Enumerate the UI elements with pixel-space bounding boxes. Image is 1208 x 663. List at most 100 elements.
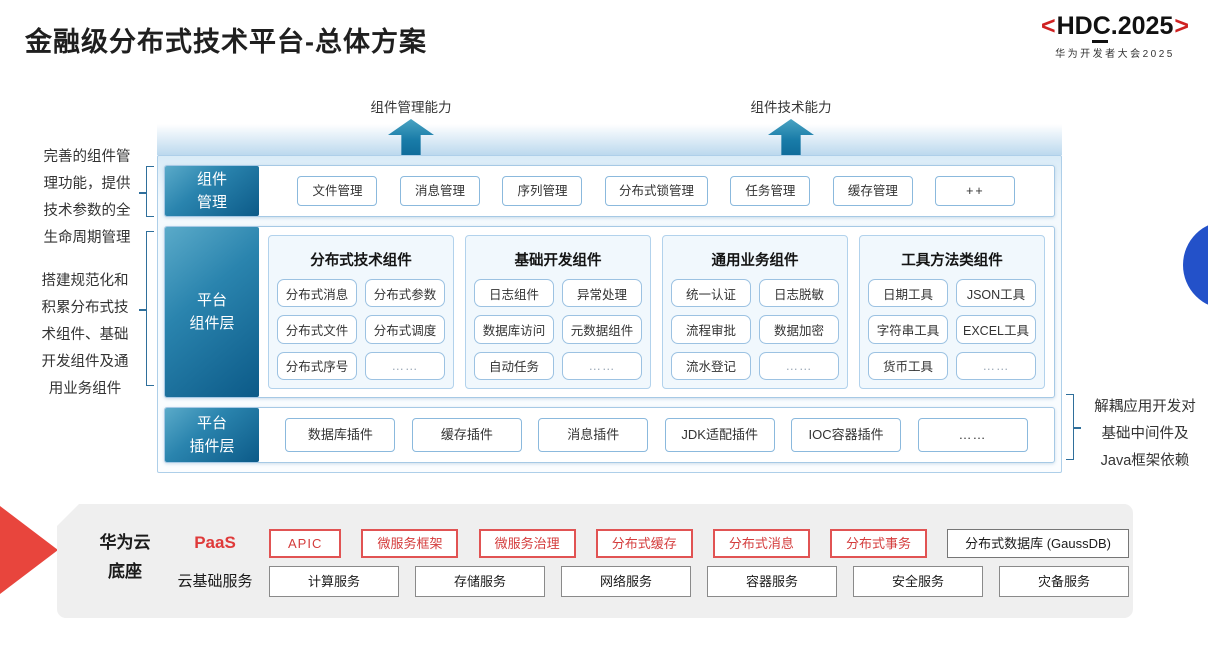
up-arrow-icon bbox=[768, 119, 814, 157]
component-mgmt-label: 组件 管理 bbox=[165, 166, 259, 216]
container-top-glow bbox=[157, 124, 1062, 155]
component-item: 数据库访问 bbox=[474, 315, 554, 344]
component-item: 分布式调度 bbox=[365, 315, 445, 344]
cloud-service-item: 计算服务 bbox=[269, 566, 399, 597]
left-brace-row1 bbox=[139, 166, 154, 217]
platform-components-row: 平台 组件层 分布式技术组件 分布式消息 分布式参数 分布式文件 分布式调度 分… bbox=[164, 226, 1055, 398]
plugin-item: 缓存插件 bbox=[411, 418, 522, 452]
right-brace-plugins bbox=[1066, 394, 1081, 460]
mgmt-item: 分布式锁管理 bbox=[604, 176, 708, 206]
paas-item: 微服务治理 bbox=[478, 529, 576, 558]
component-item: 日志脱敏 bbox=[759, 279, 839, 308]
up-arrow-icon bbox=[388, 119, 434, 157]
logo-subtitle: 华为开发者大会2025 bbox=[1055, 49, 1175, 60]
group-items: 分布式消息 分布式参数 分布式文件 分布式调度 分布式序号 …… bbox=[277, 279, 445, 380]
red-arrow-icon bbox=[0, 506, 58, 594]
component-item: 元数据组件 bbox=[562, 315, 642, 344]
component-item: 日期工具 bbox=[868, 279, 948, 308]
mgmt-item: 文件管理 bbox=[297, 176, 378, 206]
group-tool-methods: 工具方法类组件 日期工具 JSON工具 字符串工具 EXCEL工具 货币工具 …… bbox=[859, 235, 1045, 389]
plugin-items: 数据库插件 缓存插件 消息插件 JDK适配插件 IOC容器插件 …… bbox=[259, 408, 1054, 462]
mgmt-item: 消息管理 bbox=[399, 176, 480, 206]
huawei-cloud-foundation: 华为云 底座 PaaS APIC 微服务框架 微服务治理 分布式缓存 分布式消息… bbox=[57, 504, 1133, 618]
paas-item: 微服务框架 bbox=[361, 529, 459, 558]
cloud-service-item: 存储服务 bbox=[415, 566, 545, 597]
plugin-item: IOC容器插件 bbox=[791, 418, 902, 452]
paas-item: 分布式事务 bbox=[829, 529, 927, 558]
component-item: JSON工具 bbox=[956, 279, 1036, 308]
group-header: 工具方法类组件 bbox=[901, 253, 1003, 269]
component-item: 统一认证 bbox=[671, 279, 751, 308]
cloud-service-item: 网络服务 bbox=[561, 566, 691, 597]
paas-item-gaussdb: 分布式数据库 (GaussDB) bbox=[947, 529, 1129, 558]
capability-management: 组件管理能力 bbox=[331, 96, 491, 157]
group-distributed-tech: 分布式技术组件 分布式消息 分布式参数 分布式文件 分布式调度 分布式序号 …… bbox=[268, 235, 454, 389]
component-item-more: …… bbox=[365, 351, 445, 380]
paas-label: PaaS bbox=[194, 533, 236, 552]
component-item: 字符串工具 bbox=[868, 315, 948, 344]
group-header: 基础开发组件 bbox=[514, 253, 602, 269]
mgmt-item: 序列管理 bbox=[502, 176, 583, 206]
component-item: 分布式消息 bbox=[277, 279, 357, 308]
note-decoupling: 解耦应用开发对 基础中间件及 Java框架依赖 bbox=[1094, 399, 1196, 469]
component-item: 流程审批 bbox=[671, 315, 751, 344]
mgmt-item: 任务管理 bbox=[730, 176, 811, 206]
cloud-services-label: 云基础服务 bbox=[177, 573, 253, 590]
platform-plugins-label: 平台 插件层 bbox=[165, 408, 259, 462]
note-component-management: 完善的组件管 理功能，提供 技术参数的全 生命周期管理 bbox=[43, 149, 131, 246]
logo-hdc-2025: HDC.2025 bbox=[1056, 12, 1174, 43]
group-header: 分布式技术组件 bbox=[310, 253, 412, 269]
note-component-building: 搭建规范化和 积累分布式技 术组件、基础 开发组件及通 用业务组件 bbox=[41, 273, 129, 397]
component-item: 分布式参数 bbox=[365, 279, 445, 308]
component-item: 日志组件 bbox=[474, 279, 554, 308]
component-mgmt-items: 文件管理 消息管理 序列管理 分布式锁管理 任务管理 缓存管理 ++ bbox=[259, 166, 1054, 216]
cloud-service-item: 灾备服务 bbox=[999, 566, 1129, 597]
component-item: 自动任务 bbox=[474, 351, 554, 380]
plugin-item: 数据库插件 bbox=[285, 418, 396, 452]
plugin-item: 消息插件 bbox=[538, 418, 649, 452]
platform-plugins-row: 平台 插件层 数据库插件 缓存插件 消息插件 JDK适配插件 IOC容器插件 …… bbox=[164, 407, 1055, 463]
capability-technology-label: 组件技术能力 bbox=[750, 100, 832, 115]
group-common-business: 通用业务组件 统一认证 日志脱敏 流程审批 数据加密 流水登记 …… bbox=[662, 235, 848, 389]
group-items: 日期工具 JSON工具 字符串工具 EXCEL工具 货币工具 …… bbox=[868, 279, 1036, 380]
component-groups: 分布式技术组件 分布式消息 分布式参数 分布式文件 分布式调度 分布式序号 ……… bbox=[259, 227, 1054, 397]
foundation-label: 华为云 底座 bbox=[99, 533, 151, 581]
group-items: 统一认证 日志脱敏 流程审批 数据加密 流水登记 …… bbox=[671, 279, 839, 380]
paas-item: 分布式消息 bbox=[712, 529, 810, 558]
paas-item: 分布式缓存 bbox=[595, 529, 693, 558]
capability-management-label: 组件管理能力 bbox=[370, 100, 452, 115]
component-item: 分布式文件 bbox=[277, 315, 357, 344]
capability-technology: 组件技术能力 bbox=[711, 96, 871, 157]
platform-components-label: 平台 组件层 bbox=[165, 227, 259, 397]
group-items: 日志组件 异常处理 数据库访问 元数据组件 自动任务 …… bbox=[474, 279, 642, 380]
component-item: 数据加密 bbox=[759, 315, 839, 344]
mgmt-item-more: ++ bbox=[935, 176, 1016, 206]
logo-right-bracket: > bbox=[1174, 12, 1189, 40]
hdc-logo: < HDC.2025 > 华为开发者大会2025 bbox=[1030, 12, 1200, 60]
component-item-more: …… bbox=[759, 351, 839, 380]
component-item: 流水登记 bbox=[671, 351, 751, 380]
left-brace-row2 bbox=[139, 231, 154, 386]
decorative-blue-circle bbox=[1183, 221, 1208, 309]
hdc-logo-text: < HDC.2025 > bbox=[1030, 12, 1200, 43]
component-item: EXCEL工具 bbox=[956, 315, 1036, 344]
logo-left-bracket: < bbox=[1041, 12, 1056, 40]
component-item: 货币工具 bbox=[868, 351, 948, 380]
component-item-more: …… bbox=[956, 351, 1036, 380]
group-header: 通用业务组件 bbox=[711, 253, 799, 269]
component-mgmt-row: 组件 管理 文件管理 消息管理 序列管理 分布式锁管理 任务管理 缓存管理 ++ bbox=[164, 165, 1055, 217]
group-basic-dev: 基础开发组件 日志组件 异常处理 数据库访问 元数据组件 自动任务 …… bbox=[465, 235, 651, 389]
component-item: 异常处理 bbox=[562, 279, 642, 308]
mgmt-item: 缓存管理 bbox=[832, 176, 913, 206]
page-title: 金融级分布式技术平台-总体方案 bbox=[25, 27, 427, 57]
component-item-more: …… bbox=[562, 351, 642, 380]
component-item: 分布式序号 bbox=[277, 351, 357, 380]
plugin-item-more: …… bbox=[917, 418, 1028, 452]
paas-items: APIC 微服务框架 微服务治理 分布式缓存 分布式消息 分布式事务 分布式数据… bbox=[269, 529, 1129, 558]
cloud-service-item: 容器服务 bbox=[707, 566, 837, 597]
paas-item: APIC bbox=[269, 529, 342, 558]
cloud-service-items: 计算服务 存储服务 网络服务 容器服务 安全服务 灾备服务 bbox=[269, 566, 1129, 597]
cloud-service-item: 安全服务 bbox=[853, 566, 983, 597]
platform-diagram: 组件 管理 文件管理 消息管理 序列管理 分布式锁管理 任务管理 缓存管理 ++… bbox=[157, 155, 1062, 473]
